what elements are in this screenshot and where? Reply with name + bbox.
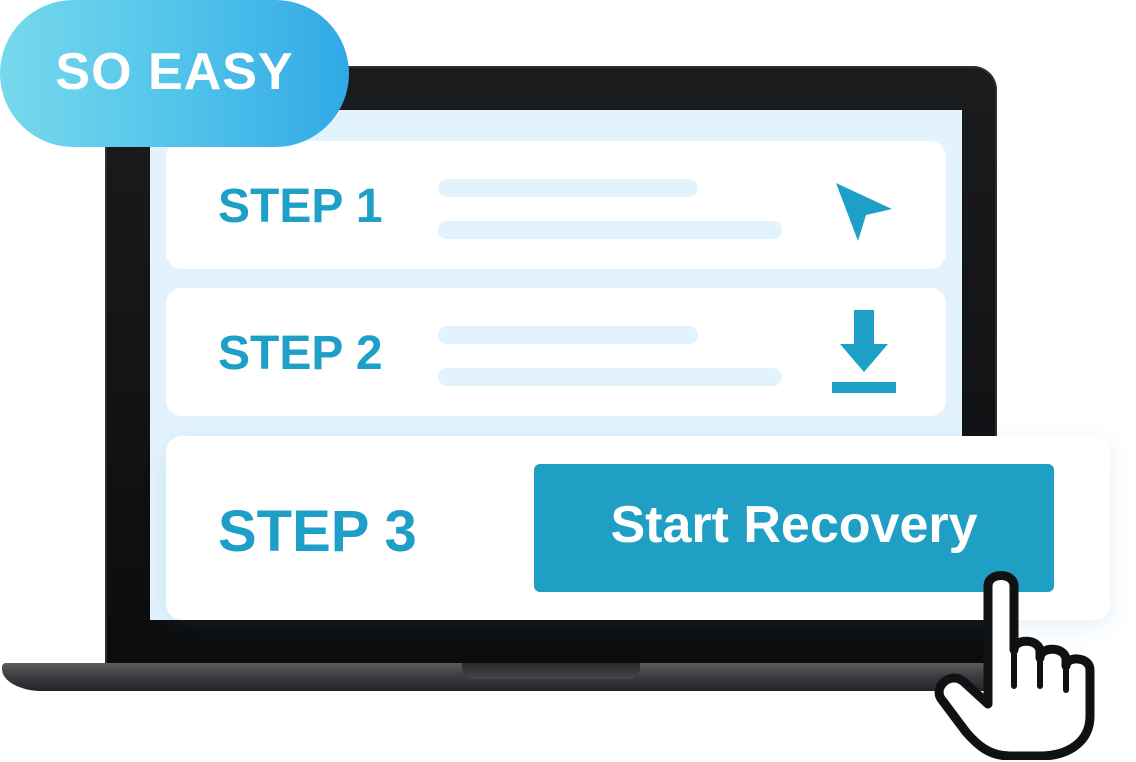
step-2-card: STEP 2 <box>166 288 946 416</box>
placeholder-line <box>438 326 698 344</box>
cursor-arrow-icon <box>836 183 892 241</box>
so-easy-badge: SO EASY <box>0 0 349 147</box>
step-2-label: STEP 2 <box>218 327 383 380</box>
laptop-notch <box>462 663 640 679</box>
download-icon <box>832 310 896 393</box>
hand-pointer-icon <box>934 571 1095 760</box>
step-1-label: STEP 1 <box>218 180 383 233</box>
step-1-card: STEP 1 <box>166 141 946 269</box>
step-3-label: STEP 3 <box>218 499 417 564</box>
start-recovery-button[interactable]: Start Recovery <box>534 464 1054 592</box>
badge-text: SO EASY <box>55 42 294 101</box>
placeholder-line <box>438 179 698 197</box>
placeholder-line <box>438 368 782 386</box>
start-recovery-label: Start Recovery <box>610 496 978 554</box>
placeholder-line <box>438 221 782 239</box>
